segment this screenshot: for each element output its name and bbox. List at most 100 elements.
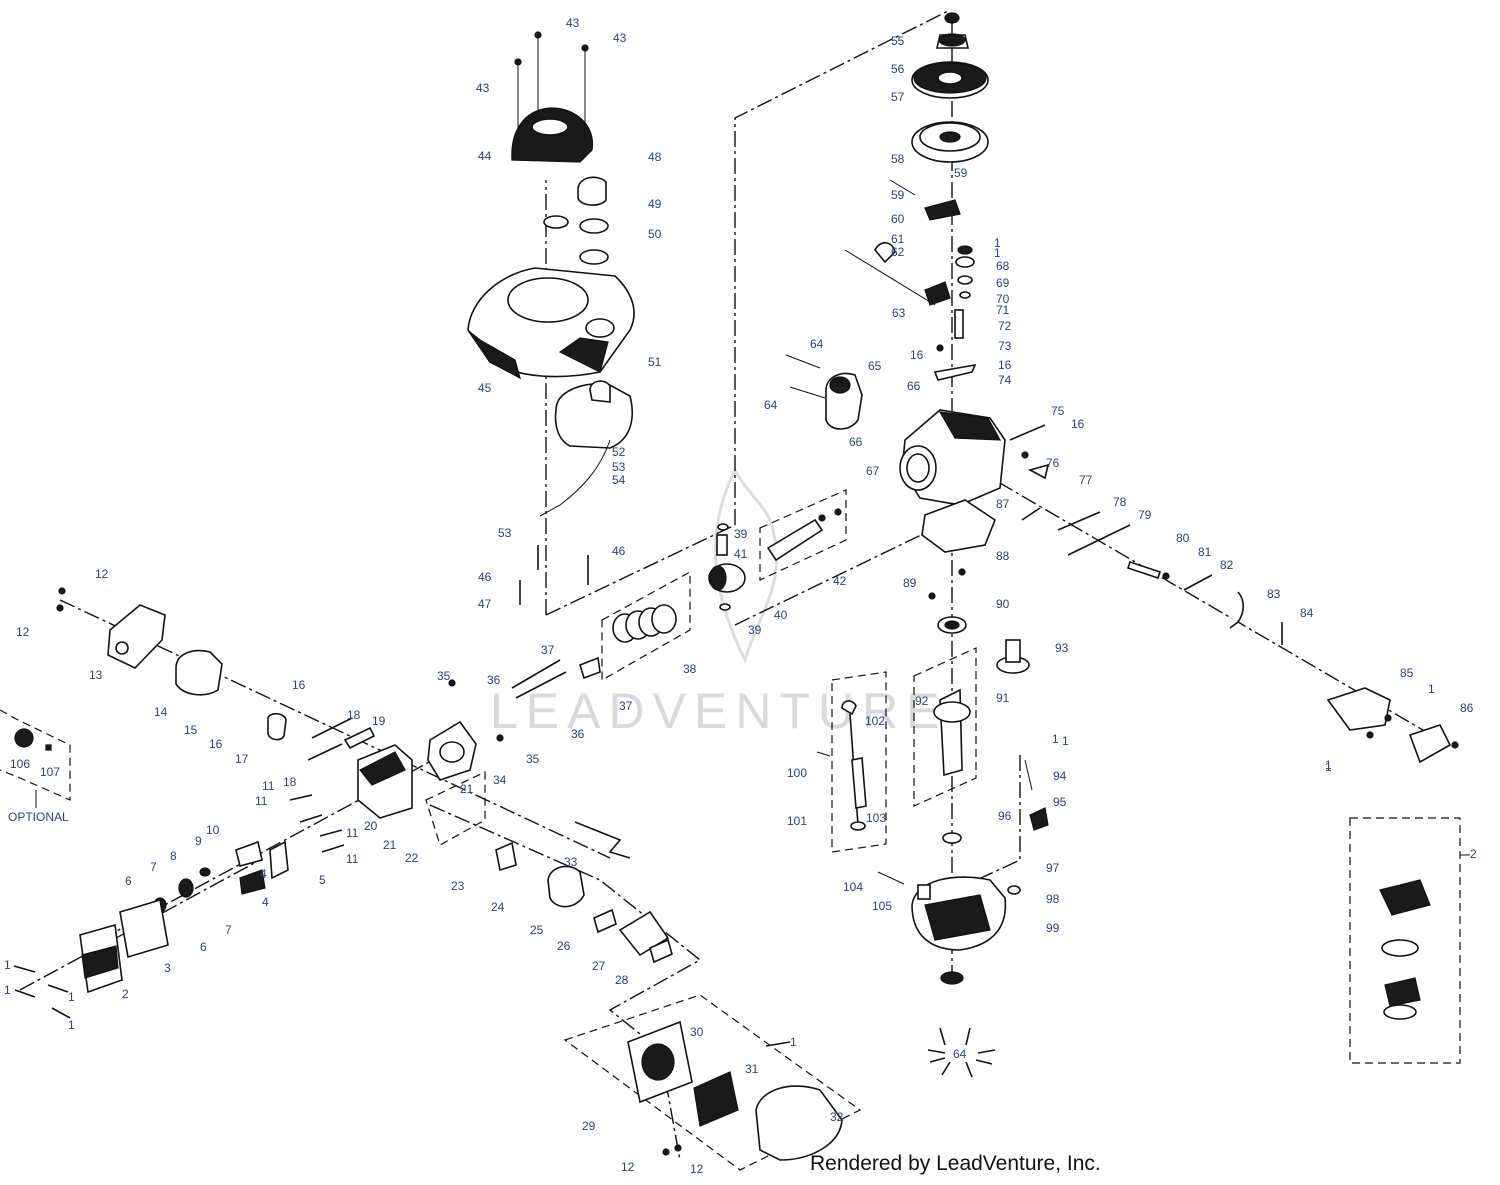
callout-c64a: 64 [810,337,824,351]
callout-c48: 48 [648,150,662,164]
callout-c96: 96 [998,809,1012,823]
callout-c16c: 16 [1071,417,1085,431]
callout-c5: 5 [319,873,326,887]
callout-c64c: 64 [953,1047,967,1061]
callout-c69: 69 [996,276,1010,290]
carburetor-inset [1379,854,1470,1020]
callout-c38: 38 [683,662,697,676]
callout-c1e: 1 [1062,734,1069,748]
callout-c87: 87 [996,497,1010,511]
callout-c79: 79 [1138,508,1152,522]
callout-c102: 102 [865,714,885,728]
callout-c41: 41 [734,547,748,561]
blower-housing-shroud [467,267,635,380]
callout-c8: 8 [170,849,177,863]
callout-c37a: 37 [541,643,555,657]
callout-c77: 77 [1079,473,1093,487]
callout-c34: 34 [493,773,507,787]
callout-c60: 60 [891,212,905,226]
callout-c11a: 11 [262,779,275,793]
callout-c63: 63 [892,306,906,320]
callout-c1d: 1 [1325,758,1332,772]
callout-c10: 10 [206,823,220,837]
piston-rings [612,604,677,643]
callout-c68: 68 [996,259,1010,273]
callout-c16e: 16 [209,737,223,751]
callout-c82: 82 [1220,558,1234,572]
callout-c47: 47 [478,597,492,611]
callout-c59b: 59 [954,166,968,180]
muffler-assembly [56,587,376,761]
callout-c72: 72 [998,319,1012,333]
callout-c12a: 12 [95,567,109,581]
callout-c43b: 43 [613,31,627,45]
callout-c106: 106 [10,757,30,771]
watermark-text: LEADVENTURE [490,683,948,739]
callout-c95: 95 [1053,795,1067,809]
callout-c49: 49 [648,197,662,211]
callout-c15: 15 [184,723,198,737]
callout-c65: 65 [868,359,882,373]
callout-c39a: 39 [734,527,748,541]
cylinder-head-parts [289,656,601,853]
callout-c76: 76 [1046,456,1060,470]
callout-c50: 50 [648,227,662,241]
callout-c58: 58 [891,152,905,166]
callout-c11d: 11 [346,852,359,866]
callout-c2a: 2 [122,987,129,1001]
callout-c75: 75 [1051,404,1065,418]
callout-c98: 98 [1046,892,1060,906]
callout-c104: 104 [843,880,863,894]
callout-c36a: 36 [487,673,501,687]
callout-c19: 19 [372,714,386,728]
callout-c67: 67 [866,464,880,478]
callout-c12b: 12 [16,625,30,639]
callout-c14: 14 [154,705,168,719]
callout-c1h: 1 [4,958,11,972]
callout-c103: 103 [866,811,886,825]
watermark: LEADVENTURE [490,466,948,739]
callout-c3: 3 [164,961,171,975]
callout-c57: 57 [891,90,905,104]
callout-c33: 33 [564,855,578,869]
callout-c85: 85 [1400,666,1414,680]
callout-c44: 44 [478,149,492,163]
callout-c51: 51 [648,355,662,369]
callout-c12c: 12 [621,1160,635,1174]
callout-c89: 89 [903,576,917,590]
fuel-tank [539,380,633,517]
callout-c24: 24 [491,900,505,914]
callout-c62: 62 [891,245,905,259]
callout-c21a: 21 [460,782,474,796]
callout-c66a: 66 [907,379,921,393]
callout-c97: 97 [1046,861,1060,875]
callout-c53a: 53 [612,460,626,474]
callout-c107: 107 [40,765,60,779]
callout-c16d: 16 [292,678,306,692]
callout-c7a: 7 [150,860,157,874]
callout-c1k: 1 [68,1018,75,1032]
crankcase-sump [877,759,1049,985]
right-shaft-parts [1021,507,1459,764]
callout-c46a: 46 [612,544,626,558]
recoil-starter [511,31,609,265]
callout-c1j: 1 [68,990,75,1004]
callout-c52: 52 [612,445,626,459]
callout-c35b: 35 [526,752,540,766]
fasteners-left-column [519,545,589,605]
callout-c84: 84 [1300,606,1314,620]
callout-c70: 70 [996,292,1010,306]
engine-block [899,409,1050,553]
callout-c81: 81 [1198,545,1212,559]
callout-c40: 40 [774,608,788,622]
callout-c17: 17 [235,752,249,766]
callout-c1g: 1 [790,1035,797,1049]
callout-c88: 88 [996,549,1010,563]
callout-c32: 32 [830,1110,844,1124]
callout-c9: 9 [195,834,202,848]
callout-c16a: 16 [910,348,924,362]
callout-c54: 54 [612,473,626,487]
callout-c80: 80 [1176,531,1190,545]
callout-c46b: 46 [478,570,492,584]
callout-c35a: 35 [437,669,451,683]
